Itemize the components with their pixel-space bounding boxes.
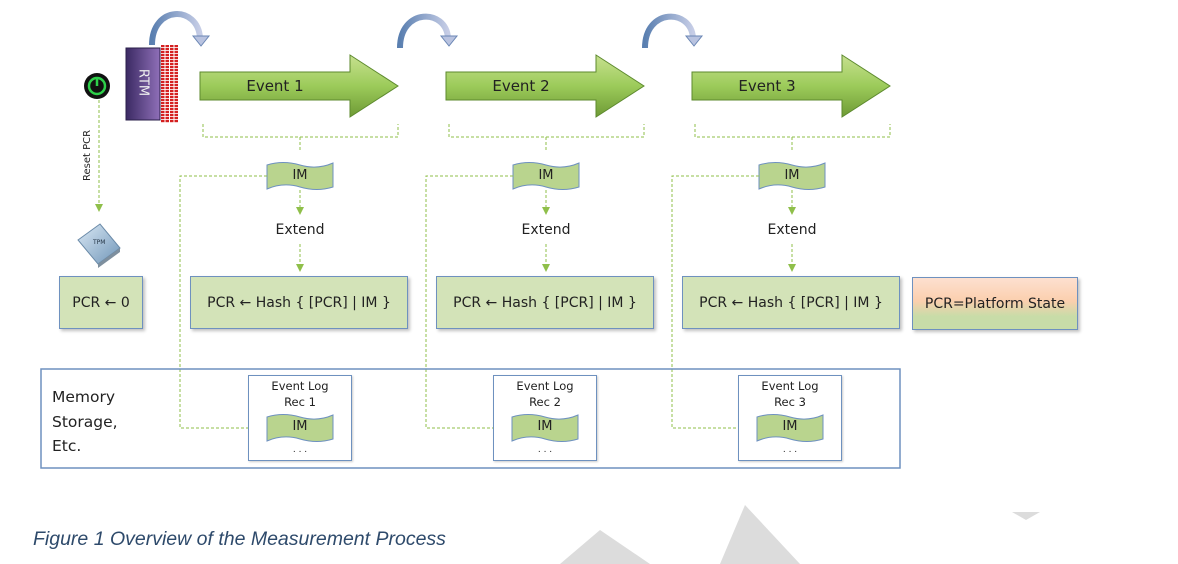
- memory-label: Memory Storage, Etc.: [52, 385, 118, 459]
- extend-label-2: Extend: [521, 222, 571, 238]
- log-ellipsis: . . .: [292, 445, 308, 455]
- log-connector-2: [425, 175, 513, 432]
- event-label-1: Event 1: [246, 77, 304, 95]
- log-im-doc: [511, 414, 579, 442]
- im-label-3: IM: [784, 168, 800, 183]
- memory-line-2: Storage,: [52, 412, 118, 431]
- draft-watermark: [560, 505, 1040, 564]
- im-doc-1: [266, 162, 334, 190]
- log-im: IM: [537, 419, 553, 434]
- platform-state-box: PCR=Platform State: [912, 277, 1078, 330]
- log-title: Event Log: [761, 379, 819, 393]
- curved-arrow-3: [642, 13, 696, 49]
- im-label-1: IM: [292, 168, 308, 183]
- power-icon: [84, 73, 110, 99]
- log-im-doc: [756, 414, 824, 442]
- tpm-chip-icon: [77, 223, 121, 268]
- curved-arrow-2: [397, 13, 451, 49]
- event-label-2: Event 2: [492, 77, 550, 95]
- log-rec: Rec 1: [284, 395, 316, 409]
- log-im: IM: [292, 419, 308, 434]
- figure-caption: Figure 1 Overview of the Measurement Pro…: [33, 528, 446, 550]
- memory-line-1: Memory: [52, 388, 116, 406]
- event-label-3: Event 3: [738, 77, 796, 95]
- pcr-hash-box-3: PCR ← Hash { [PCR] | IM }: [682, 276, 900, 329]
- reset-pcr-label: Reset PCR: [82, 129, 94, 182]
- log-title: Event Log: [271, 379, 329, 393]
- log-ellipsis: . . .: [537, 445, 553, 455]
- rtm-code-grid: [161, 45, 178, 123]
- rtm-label: RTM: [135, 68, 151, 97]
- im-doc-2: [512, 162, 580, 190]
- event-arrow-2: [445, 54, 645, 118]
- log-ellipsis: . . .: [782, 445, 798, 455]
- pcr-zero-box: PCR ← 0: [59, 276, 143, 329]
- pcr-hash-box-2: PCR ← Hash { [PCR] | IM }: [436, 276, 654, 329]
- event-log-record-2: Event Log Rec 2 IM . . .: [493, 375, 597, 461]
- pcr-hash-box-1: PCR ← Hash { [PCR] | IM }: [190, 276, 408, 329]
- event-arrow-3: [691, 54, 891, 118]
- log-im-doc: [266, 414, 334, 442]
- memory-line-3: Etc.: [52, 437, 82, 455]
- log-title: Event Log: [516, 379, 574, 393]
- log-rec: Rec 2: [529, 395, 561, 409]
- event-log-record-3: Event Log Rec 3 IM . . .: [738, 375, 842, 461]
- extend-label-1: Extend: [275, 222, 325, 238]
- event-bracket-2: [448, 124, 645, 150]
- event-arrow-1: [199, 54, 399, 118]
- curved-arrow-1: [149, 11, 203, 46]
- event-bracket-1: [202, 124, 399, 150]
- log-rec: Rec 3: [774, 395, 806, 409]
- log-connector-3: [671, 175, 759, 432]
- memory-storage-box: [40, 368, 901, 469]
- rtm-block: [125, 47, 161, 121]
- log-im: IM: [782, 419, 798, 434]
- im-doc-3: [758, 162, 826, 190]
- event-log-record-1: Event Log Rec 1 IM . . .: [248, 375, 352, 461]
- curved-arrows: [149, 11, 696, 49]
- extend-label-3: Extend: [767, 222, 817, 238]
- tpm-label: TPM: [93, 239, 106, 246]
- event-bracket-3: [694, 124, 891, 150]
- log-connector-1: [179, 175, 267, 432]
- im-label-2: IM: [538, 168, 554, 183]
